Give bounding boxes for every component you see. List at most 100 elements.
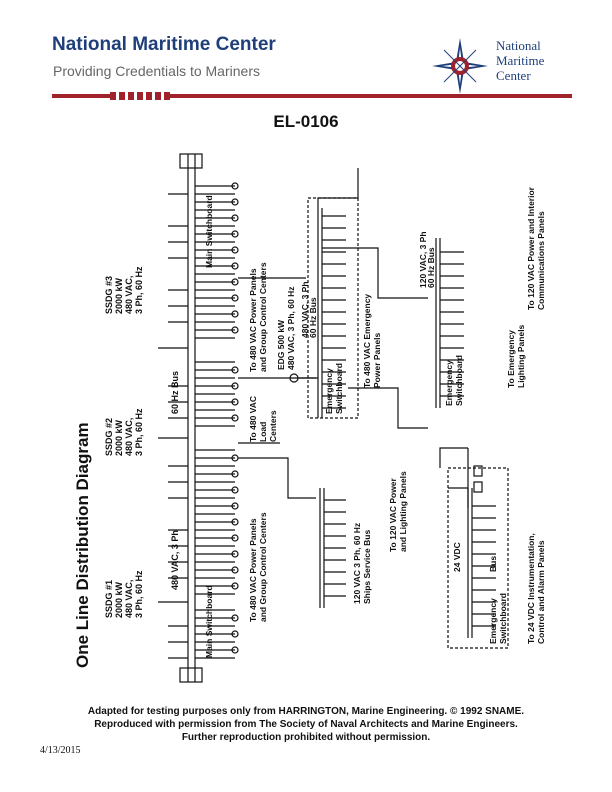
dc-switchboard-line-1: Emergency [488,598,498,644]
em-120-bus-label: 120 VAC, 3 Ph 60 Hz Bus [418,231,436,288]
dc-panels-line-2: Control and Alarm Panels [536,540,546,644]
document-id: EL-0106 [273,112,339,131]
main-switchboard-left: Main Switchboard [204,585,214,658]
edg-label-line-2: 480 VAC, 3 Ph, 60 Hz [286,287,296,370]
dc-bus-line-1: 24 VDC [452,542,462,572]
edg-symbol [289,373,299,383]
power-lighting-panels-line-1: To 120 VAC Power [388,477,398,552]
feeder-mid-label: To 480 VAC Load Centers [248,396,278,442]
transformer-tie-lines [238,277,316,499]
feeder-mid-line-2: Load [258,422,268,442]
dc-bus-line-2: Bus [488,556,498,572]
ssdg1-label: SSDG #1 2000 kW 480 VAC, 3 Ph, 60 Hz [104,570,144,618]
feeder-mid-line-3: Centers [268,410,278,442]
logo-text: National Maritime Center [496,38,576,83]
power-lighting-panels-label: To 120 VAC Power and Lighting Panels [388,471,408,552]
logo-text-line-1: National [496,38,541,53]
one-line-diagram: One Line Distribution Diagram SSDG #1 20… [73,153,546,683]
edg-label-line-1: EDG 500 kW [276,319,286,370]
emergency-power-panels-line-2: Power Panels [372,332,382,388]
emergency-480-feeders [322,215,346,409]
em-120-switchboard-label: Emergency Switchboard [444,355,464,406]
dc-panels-line-1: To 24 VDC Instrumentation, [526,533,536,644]
emergency-switchboard-line-2: Switchboard [334,363,344,414]
ssdg3-label-line-1: SSDG #3 [104,276,114,314]
feeder-left-line-2: and Group Control Centers [258,512,268,622]
ships-service-bus-line-1: 120 VAC 3 Ph, 60 Hz [352,523,362,604]
credit-line-3: Further reproduction prohibited without … [181,732,431,743]
ssdg2-label-line-2: 2000 kW [114,419,124,456]
feeder-mid-line-1: To 480 VAC [248,396,258,442]
org-title: National Maritime Center [52,34,276,55]
ssdg1-label-line-4: 3 Ph, 60 Hz [134,570,144,618]
dc-feeders [472,505,496,627]
em-120-switchboard-line-2: Switchboard [454,355,464,406]
dc-switchboard-box [447,467,509,649]
emergency-switchboard-box [307,197,359,419]
power-lighting-panels-line-2: and Lighting Panels [398,471,408,552]
ssdg1-label-line-2: 2000 kW [114,581,124,618]
ssdg3-label: SSDG #3 2000 kW 480 VAC, 3 Ph, 60 Hz [104,266,144,314]
ssdg1-label-line-3: 480 VAC, [124,580,134,618]
main-feeder-ticks-upper [168,193,188,659]
main-breakers [231,182,239,654]
dc-bus-label: 24 VDC Bus [452,542,498,572]
ships-service-bus-label: 120 VAC 3 Ph, 60 Hz Ships Service Bus [352,523,372,604]
dc-switchboard-line-2: Switchboard [498,593,508,644]
main-feeder-ticks [195,185,235,659]
ssdg2-label: SSDG #2 2000 kW 480 VAC, 3 Ph, 60 Hz [104,408,144,456]
em-lighting-panels-line-2: Lighting Panels [516,324,526,388]
ssdg1-label-line-1: SSDG #1 [104,580,114,618]
main-bus-end-right [179,153,203,169]
feeder-right-label: To 480 VAC Power Panels and Group Contro… [248,262,268,372]
ssdg3-label-line-3: 480 VAC, [124,276,134,314]
feeder-left-line-1: To 480 VAC Power Panels [248,518,258,622]
em-120-bus-line-2: 60 Hz Bus [426,247,436,288]
emergency-power-panels-label: To 480 VAC Emergency Power Panels [362,294,382,388]
emergency-bus-line-2: 60 Hz Bus [308,297,318,338]
logo-text-line-3: Center [496,68,531,83]
emergency-bus-line-1: 480 VAC, 3 Ph [300,281,310,338]
transformer-symbol-1 [473,481,483,493]
page-date: 4/13/2015 [40,745,81,756]
feeder-right-line-2: and Group Control Centers [258,262,268,372]
ssdg2-label-line-4: 3 Ph, 60 Hz [134,408,144,456]
ssdg2-label-line-3: 480 VAC, [124,418,134,456]
main-bus-end-left [179,667,203,683]
ships-service-feeders [324,499,346,597]
emergency-120-feeders [440,251,464,397]
feeder-right-line-1: To 480 VAC Power Panels [248,268,258,372]
dc-switchboard-label: Emergency Switchboard [488,593,508,644]
diagram-title: One Line Distribution Diagram [73,422,92,668]
credit-line-2: Reproduced with permission from The Soci… [94,719,518,730]
ships-service-bus-line-2: Ships Service Bus [362,530,372,604]
emergency-bus-label: 480 VAC, 3 Ph 60 Hz Bus [300,281,318,338]
header-rule [52,94,572,98]
em-120-bus-line-1: 120 VAC, 3 Ph [418,231,428,288]
edg-label: EDG 500 kW 480 VAC, 3 Ph, 60 Hz [276,287,296,370]
ssdg2-label-line-1: SSDG #2 [104,418,114,456]
credit-notice: Adapted for testing purposes only from H… [0,705,612,744]
org-tagline: Providing Credentials to Mariners [53,63,260,79]
emergency-power-panels-line-1: To 480 VAC Emergency [362,294,372,388]
interior-comm-panels-label: To 120 VAC Power and Interior Communicat… [526,186,546,310]
bus-label-left: 480 VAC, 3 Ph [170,530,180,590]
dc-panels-label: To 24 VDC Instrumentation, Control and A… [526,533,546,644]
main-switchboard-right: Main Switchboard [204,195,214,268]
ssdg3-label-line-4: 3 Ph, 60 Hz [134,266,144,314]
feeder-left-label: To 480 VAC Power Panels and Group Contro… [248,512,268,622]
interior-comm-panels-line-1: To 120 VAC Power and Interior [526,186,536,310]
em-120-switchboard-line-1: Emergency [444,360,454,406]
em-lighting-panels-label: To Emergency Lighting Panels [506,324,526,388]
transformer-symbol-2 [473,465,483,477]
interior-comm-panels-line-2: Communications Panels [536,211,546,310]
ssdg3-label-line-2: 2000 kW [114,277,124,314]
logo-text-line-2: Maritime [496,53,545,68]
header-rule-accent [110,92,170,100]
emergency-switchboard-line-1: Emergency [324,368,334,414]
compass-seal-icon [432,38,488,94]
transformer-tie-lower [439,447,469,508]
bus-label-right: 60 Hz Bus [170,371,180,414]
credit-line-1: Adapted for testing purposes only from H… [87,706,525,717]
em-lighting-panels-line-1: To Emergency [506,330,516,388]
